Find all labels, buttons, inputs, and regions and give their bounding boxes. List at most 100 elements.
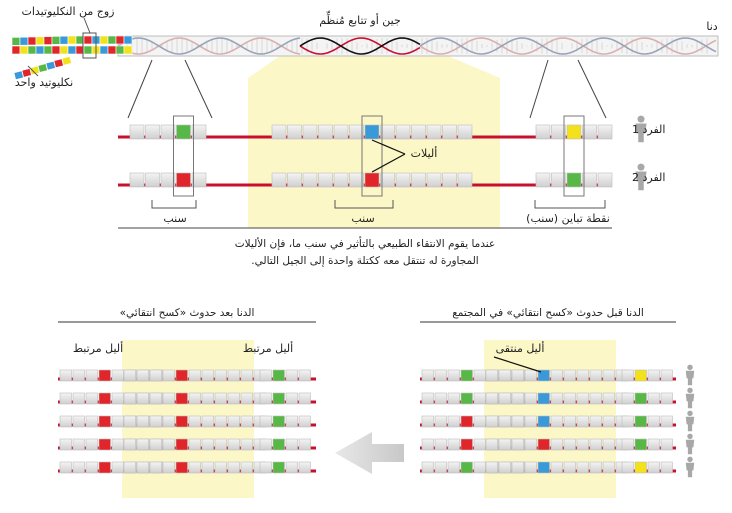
- person-icon: [635, 163, 647, 191]
- person-icon: [685, 387, 695, 409]
- nucleotide-cell: [563, 415, 576, 428]
- nucleotide-bottom: [99, 45, 109, 55]
- nucleotide-cell: [136, 438, 149, 451]
- single-nucleotide-label: نكليوتيد واحد: [15, 76, 73, 89]
- nucleotide-cell: [589, 438, 602, 451]
- allele-cell: [537, 461, 550, 474]
- allele-cell: [460, 415, 473, 428]
- nucleotide-cell: [302, 124, 318, 140]
- person-icon: [685, 364, 695, 386]
- nucleotide-cell: [498, 392, 511, 405]
- nucleotide-cell: [511, 369, 524, 382]
- allele-cell: [175, 438, 188, 451]
- nucleotide-cell: [511, 392, 524, 405]
- nucleotide-cell: [85, 415, 98, 428]
- nucleotide-cell: [85, 461, 98, 474]
- nucleotide-cell: [602, 461, 615, 474]
- nucleotide-cell: [621, 369, 634, 382]
- allele-cell: [566, 124, 582, 140]
- nucleotide-cell: [162, 392, 175, 405]
- nucleotide-single: [21, 68, 32, 78]
- nucleotide-cell: [188, 461, 201, 474]
- nucleotide-cell: [123, 415, 136, 428]
- nucleotide-cell: [271, 124, 287, 140]
- nucleotide-cell: [59, 461, 72, 474]
- nucleotide-bottom: [11, 45, 21, 55]
- nucleotide-cell: [188, 438, 201, 451]
- nucleotide-cell: [149, 438, 162, 451]
- nucleotide-cell: [576, 415, 589, 428]
- nucleotide-cell: [621, 415, 634, 428]
- nucleotide-bottom: [43, 45, 53, 55]
- nucleotide-cell: [227, 438, 240, 451]
- nucleotide-cell: [298, 369, 311, 382]
- allele-cell: [634, 392, 647, 405]
- nucleotide-cell: [511, 438, 524, 451]
- nucleotide-bottom: [115, 45, 125, 55]
- nucleotide-cell: [201, 369, 214, 382]
- nucleotide-cell: [162, 461, 175, 474]
- text-labels: زوج من النكليوتيدات نكليوتيد واحد دنا جي…: [15, 5, 718, 355]
- top-strands: [118, 115, 613, 197]
- nucleotide-cell: [660, 461, 673, 474]
- nucleotide-top: [11, 37, 21, 46]
- nucleotide-bottom: [123, 45, 133, 55]
- nucleotide-cell: [287, 124, 302, 140]
- nucleotide-cell: [589, 415, 602, 428]
- nucleotide-bottom: [83, 45, 93, 55]
- nucleotide-cell: [298, 415, 311, 428]
- nucleotide-cell: [457, 124, 473, 140]
- nucleotide-cell: [576, 461, 589, 474]
- nucleotide-cell: [318, 124, 333, 140]
- nucleotide-top: [67, 35, 77, 45]
- allele-cell: [460, 438, 473, 451]
- nucleotide-cell: [550, 392, 563, 405]
- nucleotide-cell: [201, 461, 214, 474]
- nucleotide-cell: [582, 172, 597, 188]
- nucleotide-cell: [285, 438, 298, 451]
- allele-cell: [364, 124, 380, 140]
- nucleotide-cell: [621, 438, 634, 451]
- gene-region-label: جين أو تتابع مُنظِّم: [319, 11, 401, 27]
- dna-label: دنا: [706, 20, 717, 33]
- nucleotide-cell: [421, 369, 434, 382]
- selected-allele-label: أليل منتقى: [496, 341, 545, 355]
- nucleotide-cell: [201, 415, 214, 428]
- single-pointer: [27, 65, 39, 77]
- nucleotide-cell: [201, 438, 214, 451]
- allele-cell: [460, 461, 473, 474]
- nucleotide-cell: [563, 461, 576, 474]
- nucleotide-cell: [434, 415, 447, 428]
- nucleotide-cell: [380, 172, 395, 188]
- nucleotide-cell: [473, 461, 486, 474]
- nucleotide-cell: [447, 415, 460, 428]
- allele-cell: [98, 392, 111, 405]
- nucleotide-top: [83, 35, 93, 45]
- nucleotide-cell: [660, 369, 673, 382]
- nucleotide-cell: [647, 369, 660, 382]
- nucleotide-cell: [395, 124, 411, 140]
- snp-left-label: سنب: [163, 212, 186, 225]
- nucleotide-cell: [485, 415, 498, 428]
- nucleotide-cell: [188, 369, 201, 382]
- explanation-line-2: المجاورة له تنتقل معه ككتلة واحدة إلى ال…: [251, 255, 478, 267]
- nucleotide-top: [19, 36, 29, 46]
- nucleotide-cell: [498, 369, 511, 382]
- nucleotide-bottom: [51, 45, 61, 55]
- nucleotide-cell: [511, 461, 524, 474]
- person-icons: [635, 115, 695, 478]
- nucleotide-cell: [149, 461, 162, 474]
- nucleotide-cell: [473, 438, 486, 451]
- nucleotide-cell: [285, 392, 298, 405]
- snp-right-box: [563, 115, 585, 197]
- nucleotide-cell: [259, 415, 272, 428]
- allele-cell: [98, 369, 111, 382]
- nucleotide-single: [53, 58, 64, 68]
- person-icon: [685, 456, 695, 478]
- nucleotide-cell: [660, 415, 673, 428]
- helix-strand-a: [419, 37, 717, 55]
- nucleotide-bottom: [67, 45, 77, 55]
- individual-2-label: الفرد 2: [632, 171, 665, 184]
- person-icon: [685, 433, 695, 455]
- nucleotide-cell: [227, 369, 240, 382]
